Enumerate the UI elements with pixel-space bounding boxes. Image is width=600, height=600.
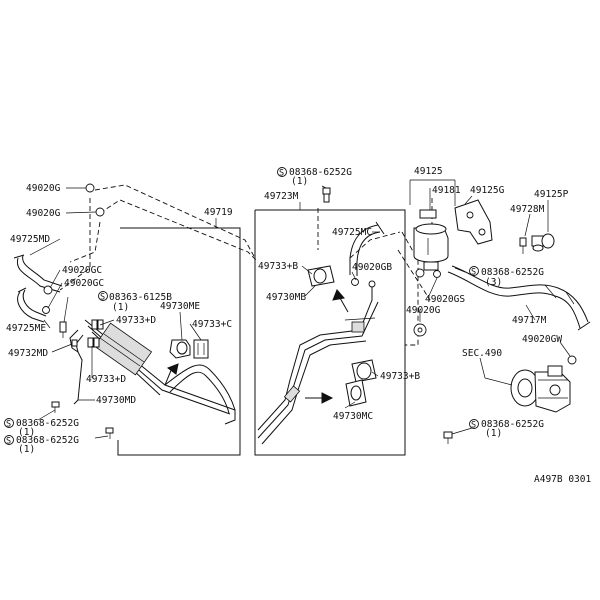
pressure-tubes <box>257 278 379 445</box>
label-49733d-a: 49733+D <box>116 315 156 326</box>
label-49020g-c: 49020G <box>406 305 441 316</box>
label-49020gb: 49020GB <box>352 262 392 273</box>
s-marker-icon: S S S S S S <box>4 167 479 447</box>
label-49730mb: 49730MB <box>266 292 306 303</box>
frame-49723m <box>254 202 406 456</box>
label-49020gc-a: 49020GC <box>62 265 102 276</box>
label-49725me: 49725ME <box>6 323 46 334</box>
hose-49725md <box>13 254 63 293</box>
label-49733b-b: 49733+B <box>380 371 420 382</box>
hose-clip-icon <box>567 355 577 365</box>
svg-text:S: S <box>6 420 11 430</box>
direction-arrow-icon <box>164 363 179 386</box>
svg-text:S: S <box>471 268 476 278</box>
bolt-icon <box>322 187 331 203</box>
label-08363-qty: (1) <box>112 302 129 313</box>
footer-code: A497B 0301 <box>534 474 591 485</box>
hose-clip-icon <box>415 268 441 278</box>
label-49020gc-b: 49020GC <box>64 278 104 289</box>
dashed-routing-lines <box>59 184 433 346</box>
label-49730md: 49730MD <box>96 395 136 406</box>
clip-49733d <box>87 319 104 348</box>
hose-clip-icon <box>42 183 105 314</box>
label-49020gw: 49020GW <box>522 334 562 345</box>
label-08368-br: 08368-6252G <box>481 419 544 430</box>
label-08368-b-qty: (1) <box>18 444 35 455</box>
label-08368-top-qty: (1) <box>291 176 308 187</box>
label-49732md: 49732MD <box>8 348 48 359</box>
clamp-49733b-lower <box>351 359 377 383</box>
clamp-49733b <box>307 265 335 287</box>
label-49725md: 49725MD <box>10 234 50 245</box>
label-08368-r-qty: (3) <box>485 277 502 288</box>
leader-lines <box>29 185 571 439</box>
label-49020gs: 49020GS <box>425 294 465 305</box>
bolt-icon <box>443 431 453 444</box>
clamp-49733c <box>193 339 209 359</box>
label-49725mc: 49725MC <box>332 227 372 238</box>
label-49728m: 49728M <box>510 204 545 215</box>
label-49020g-a: 49020G <box>26 183 61 194</box>
bracket-49732md <box>69 329 84 405</box>
svg-text:S: S <box>471 421 476 431</box>
frame-49719 <box>117 218 241 456</box>
label-49733d-b: 49733+D <box>86 374 126 385</box>
bracket-49125g <box>454 199 493 245</box>
label-49719: 49719 <box>204 207 233 218</box>
hose-49717m <box>447 265 591 331</box>
svg-text:S: S <box>100 293 105 303</box>
label-sec490: SEC.490 <box>462 348 502 359</box>
label-49723m: 49723M <box>264 191 299 202</box>
direction-arrow-icon <box>305 392 334 404</box>
grommet-49020g <box>413 323 427 337</box>
label-49181: 49181 <box>432 185 461 196</box>
direction-arrow-icon <box>332 289 349 313</box>
hose-49725mc <box>349 221 385 276</box>
oil-cooler-tubes <box>84 319 236 425</box>
label-49730me: 49730ME <box>160 301 200 312</box>
part-labels: 49020G 49020G 49719 49725MD 49020GC 4902… <box>6 166 591 485</box>
label-49125p: 49125P <box>534 189 569 200</box>
grommet-49730mc <box>345 379 367 407</box>
pump-sec490 <box>510 365 571 413</box>
svg-text:S: S <box>6 437 11 447</box>
label-08368-b: 08368-6252G <box>16 435 79 446</box>
bolt-icon <box>51 401 114 439</box>
reservoir-49181 <box>413 209 449 271</box>
label-08368-r: 08368-6252G <box>481 267 544 278</box>
label-49717m: 49717M <box>512 315 547 326</box>
label-08368-a: 08368-6252G <box>16 418 79 429</box>
bushing-49125p <box>531 233 555 252</box>
label-08363: 08363-6125B <box>109 292 172 303</box>
label-49020g-b: 49020G <box>26 208 61 219</box>
label-49730mc: 49730MC <box>333 411 373 422</box>
label-49125: 49125 <box>414 166 443 177</box>
bolt-icon <box>519 237 527 254</box>
bolt-icon <box>59 321 67 338</box>
label-49125g: 49125G <box>470 185 505 196</box>
grommet-49730me <box>169 339 191 359</box>
label-08368-a-qty: (1) <box>18 427 35 438</box>
svg-text:S: S <box>279 169 284 179</box>
label-08368-top: 08368-6252G <box>289 167 352 178</box>
label-49733b-a: 49733+B <box>258 261 298 272</box>
label-08368-br-qty: (1) <box>485 428 502 439</box>
label-49733c: 49733+C <box>192 319 232 330</box>
hose-49725me <box>17 287 47 323</box>
